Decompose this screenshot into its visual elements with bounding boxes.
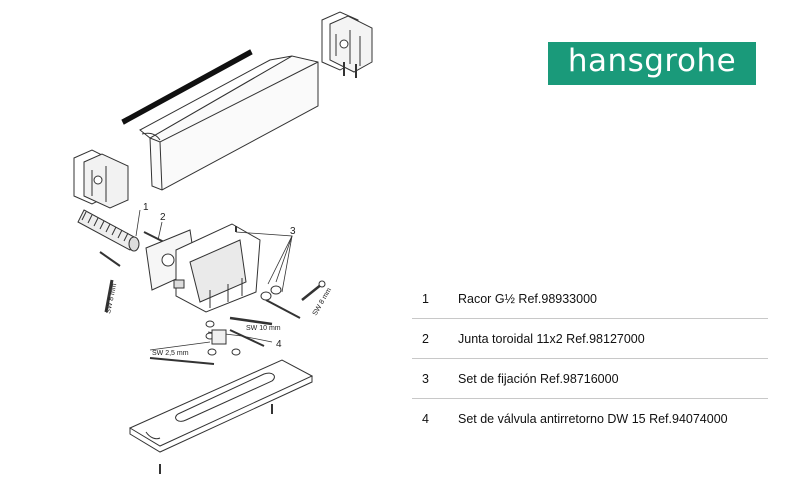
parts-list-row: 4 Set de válvula antirretorno DW 15 Ref.…: [412, 399, 768, 438]
part-description: Set de fijación Ref.98716000: [458, 371, 619, 386]
tool-label-sw10: SW 10 mm: [246, 325, 281, 332]
part-description: Set de válvula antirretorno DW 15 Ref.94…: [458, 411, 728, 426]
small-fittings: [205, 226, 282, 356]
parts-list: 1 Racor G½ Ref.98933000 2 Junta toroidal…: [412, 279, 768, 438]
parts-list-row: 1 Racor G½ Ref.98933000: [412, 279, 768, 319]
callout-2: 2: [160, 212, 166, 223]
base-plate: [128, 359, 314, 474]
brand-logo: hansgrohe: [548, 42, 756, 85]
parts-list-row: 3 Set de fijación Ref.98716000: [412, 359, 768, 399]
part-number: 2: [422, 331, 429, 346]
callout-4: 4: [276, 339, 282, 350]
wrench-tools: [104, 279, 326, 365]
tool-label-sw25: SW 2,5 mm: [152, 350, 189, 357]
hose-connector-part: [77, 209, 140, 252]
part-description: Racor G½ Ref.98933000: [458, 291, 597, 306]
exploded-parts-diagram: 1 2 3 4 SW 8 mm SW 10 mm SW 8 mm SW 2,5 …: [73, 11, 373, 474]
lower-left-bracket: [73, 149, 129, 209]
valve-body: [145, 223, 261, 313]
part-description: Junta toroidal 11x2 Ref.98127000: [458, 331, 645, 346]
part-number: 4: [422, 411, 429, 426]
parts-list-row: 2 Junta toroidal 11x2 Ref.98127000: [412, 319, 768, 359]
callout-3: 3: [290, 226, 296, 237]
seal-strip: [121, 49, 253, 125]
shelf-cover: [139, 55, 319, 191]
tool-label-sw8-right: SW 8 mm: [312, 287, 334, 317]
bolts: [99, 231, 301, 347]
part-number: 3: [422, 371, 429, 386]
brand-logo-text: hansgrohe: [567, 43, 737, 79]
callout-1: 1: [143, 202, 149, 213]
upper-bracket: [321, 11, 373, 78]
part-number: 1: [422, 291, 429, 306]
